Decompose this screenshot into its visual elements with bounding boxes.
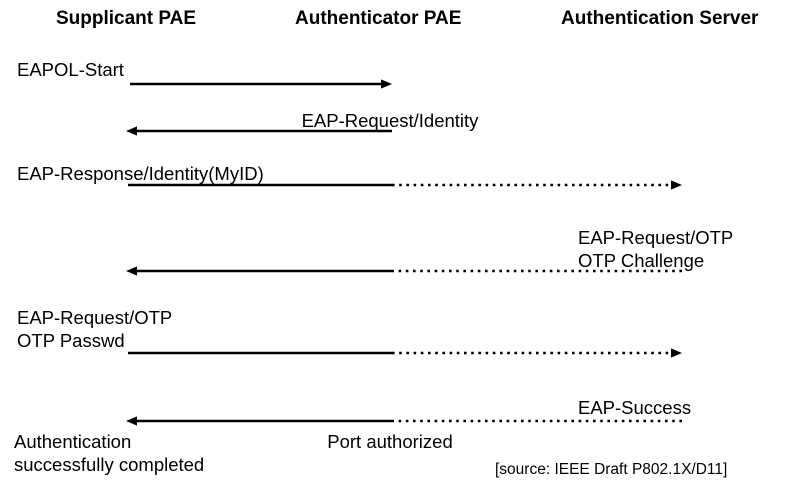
message-label-eap-request-identity: EAP-Request/Identity bbox=[301, 110, 479, 131]
column-header-authenticator: Authenticator PAE bbox=[295, 8, 462, 29]
source-note: [source: IEEE Draft P802.1X/D11] bbox=[495, 461, 728, 478]
message-label-eap-success: EAP-Success bbox=[578, 397, 692, 418]
annotation-authentication-result-line1: Authentication bbox=[14, 431, 132, 452]
message-label-eap-request-otp-challenge-line2: OTP Challenge bbox=[578, 250, 705, 271]
message-label-eap-response-identity: EAP-Response/Identity(MyID) bbox=[17, 163, 264, 184]
message-label-eapol-start: EAPOL-Start bbox=[17, 59, 124, 80]
message-label-eap-request-otp-challenge-line1: EAP-Request/OTP bbox=[578, 227, 734, 248]
arrow-eapol-start bbox=[130, 79, 392, 89]
column-header-authentication-server: Authentication Server bbox=[561, 8, 759, 29]
annotation-port-authorized: Port authorized bbox=[327, 431, 453, 452]
column-header-supplicant: Supplicant PAE bbox=[56, 8, 197, 29]
annotation-authentication-result-line2: successfully completed bbox=[14, 454, 205, 475]
message-label-eap-response-otp-line1: EAP-Request/OTP bbox=[17, 307, 173, 328]
arrow-eap-response-otp-passwd bbox=[128, 348, 682, 358]
message-label-eap-response-otp-line2: OTP Passwd bbox=[17, 330, 125, 351]
